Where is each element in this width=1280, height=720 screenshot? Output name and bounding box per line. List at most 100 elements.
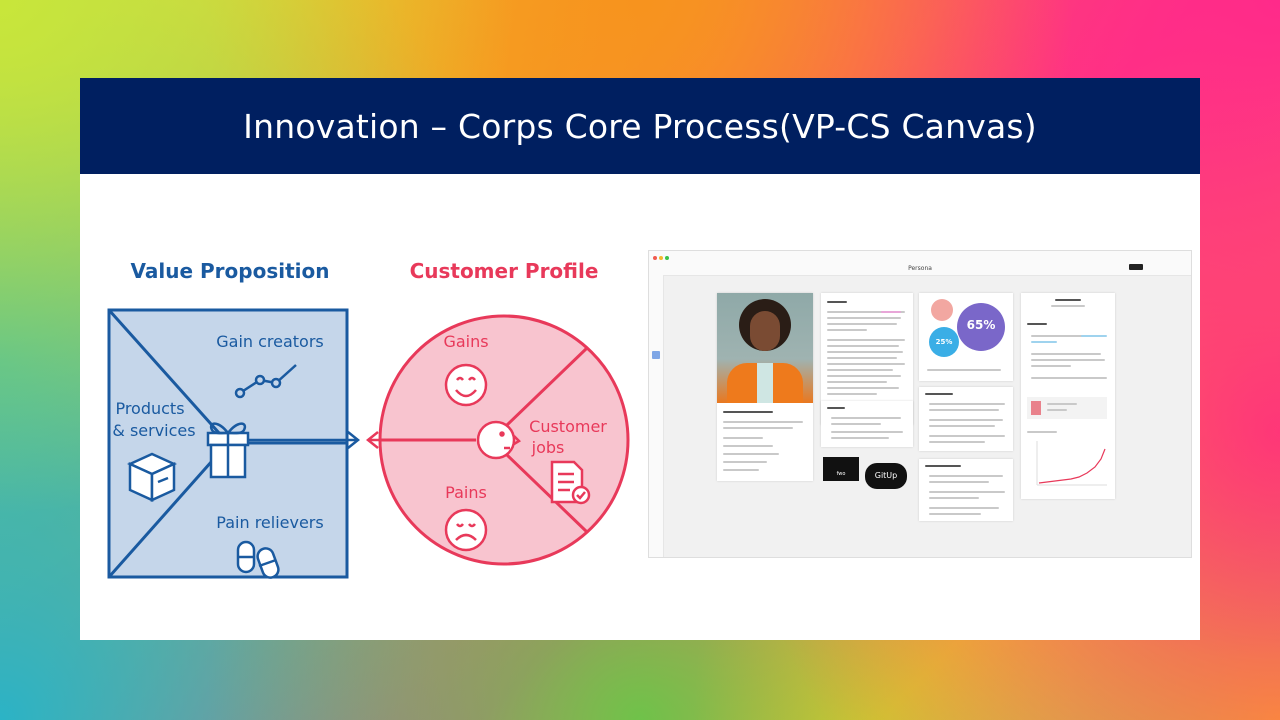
text-line [1031, 365, 1071, 367]
vp-divider-bottom [107, 442, 230, 578]
text-line [723, 469, 759, 471]
persona-photo [717, 293, 813, 403]
persona-face [750, 311, 780, 351]
text-line [929, 507, 999, 509]
text-line [723, 445, 773, 447]
text-line [827, 357, 897, 359]
frown-icon [444, 508, 488, 552]
text-line [827, 339, 905, 341]
vp-cs-canvas-diagram: Value Proposition Gain creators Products… [107, 259, 630, 579]
text-line [929, 425, 995, 427]
text-line [723, 453, 779, 455]
text-line [1031, 353, 1101, 355]
dot-red [653, 256, 657, 260]
logo-badge-2: GitUp [865, 463, 907, 489]
persona-app-screenshot: Persona [648, 250, 1192, 558]
cp-divider-top [504, 346, 589, 428]
text-line [925, 393, 953, 395]
stat-bubble-small-top [931, 299, 953, 321]
mockup-toolbar: Persona [649, 251, 1191, 276]
pills-icon [236, 540, 280, 579]
text-line [723, 421, 803, 423]
pain-relievers-label: Pain relievers [216, 513, 323, 532]
text-line [929, 491, 1005, 493]
text-line [927, 369, 1001, 371]
file-icon [1031, 401, 1041, 415]
text-line [831, 437, 889, 439]
text-line [827, 329, 867, 331]
tool-highlight [652, 351, 660, 359]
text-line [1051, 305, 1085, 307]
file-attachment [1027, 397, 1107, 419]
text-line [1047, 409, 1067, 411]
text-line [1027, 431, 1057, 433]
text-line [1047, 403, 1077, 405]
customer-jobs-label-line2: jobs [531, 438, 565, 457]
chart-series [1038, 448, 1106, 484]
mockup-left-toolbar [649, 275, 664, 557]
text-line [929, 513, 981, 515]
persona-research-card [1021, 293, 1115, 499]
blue-arrowhead [347, 431, 361, 449]
logo-1-text: fwo [836, 471, 846, 477]
text-line [831, 431, 903, 433]
research-line-chart [1036, 441, 1107, 486]
text-line [929, 419, 1003, 421]
gift-icon [206, 422, 250, 479]
text-line [827, 393, 877, 395]
title-bar: Innovation – Corps Core Process(VP-CS Ca… [80, 78, 1200, 174]
boxes-icon [126, 452, 178, 502]
persona-needs-card [821, 401, 913, 447]
text-line [1031, 377, 1107, 379]
text-line [827, 301, 847, 303]
products-label-line2: & services [112, 421, 195, 440]
text-line [1031, 341, 1057, 343]
text-line [827, 387, 899, 389]
text-line [827, 311, 905, 313]
persona-problems-card [919, 387, 1013, 451]
persona-photo-card [717, 293, 813, 481]
text-line [831, 417, 901, 419]
trend-line-icon [234, 364, 297, 399]
text-line [723, 461, 767, 463]
text-line [1081, 335, 1107, 337]
text-line [1031, 359, 1105, 361]
text-line [929, 441, 985, 443]
text-line [929, 481, 989, 483]
dot-yellow [659, 256, 663, 260]
persona-circumstances-card [919, 459, 1013, 521]
text-line [827, 369, 893, 371]
stat-bubble-small: 25% [929, 327, 959, 357]
persona-stats-card: 65% 25% [919, 293, 1013, 381]
slide: Innovation – Corps Core Process(VP-CS Ca… [80, 78, 1200, 640]
gains-label: Gains [443, 332, 488, 351]
text-line [827, 363, 905, 365]
products-label-line1: Products [115, 399, 184, 418]
value-proposition-title: Value Proposition [131, 259, 330, 283]
text-line [1031, 335, 1105, 337]
text-line [929, 435, 1005, 437]
gain-creators-label: Gain creators [216, 332, 324, 351]
text-line [929, 475, 1003, 477]
stat-small-value: 25% [935, 338, 953, 346]
text-line [827, 375, 901, 377]
text-line [1027, 323, 1047, 325]
text-line [827, 381, 887, 383]
text-line [827, 351, 903, 353]
dot-green [665, 256, 669, 260]
logo-2-text: GitUp [874, 471, 898, 480]
text-line [723, 411, 773, 413]
customer-profile-title: Customer Profile [410, 259, 599, 283]
text-line [929, 409, 999, 411]
logo-badge-1: fwo [823, 457, 859, 481]
stat-bubble-main: 65% [957, 303, 1005, 351]
customer-jobs-label-line1: Customer [529, 417, 607, 436]
text-line [1055, 299, 1081, 301]
text-line [929, 403, 1005, 405]
text-line [723, 427, 793, 429]
text-line [723, 437, 763, 439]
persona-shirt [757, 363, 773, 403]
text-line [827, 323, 897, 325]
smile-icon [444, 363, 488, 407]
share-button [1129, 264, 1143, 270]
